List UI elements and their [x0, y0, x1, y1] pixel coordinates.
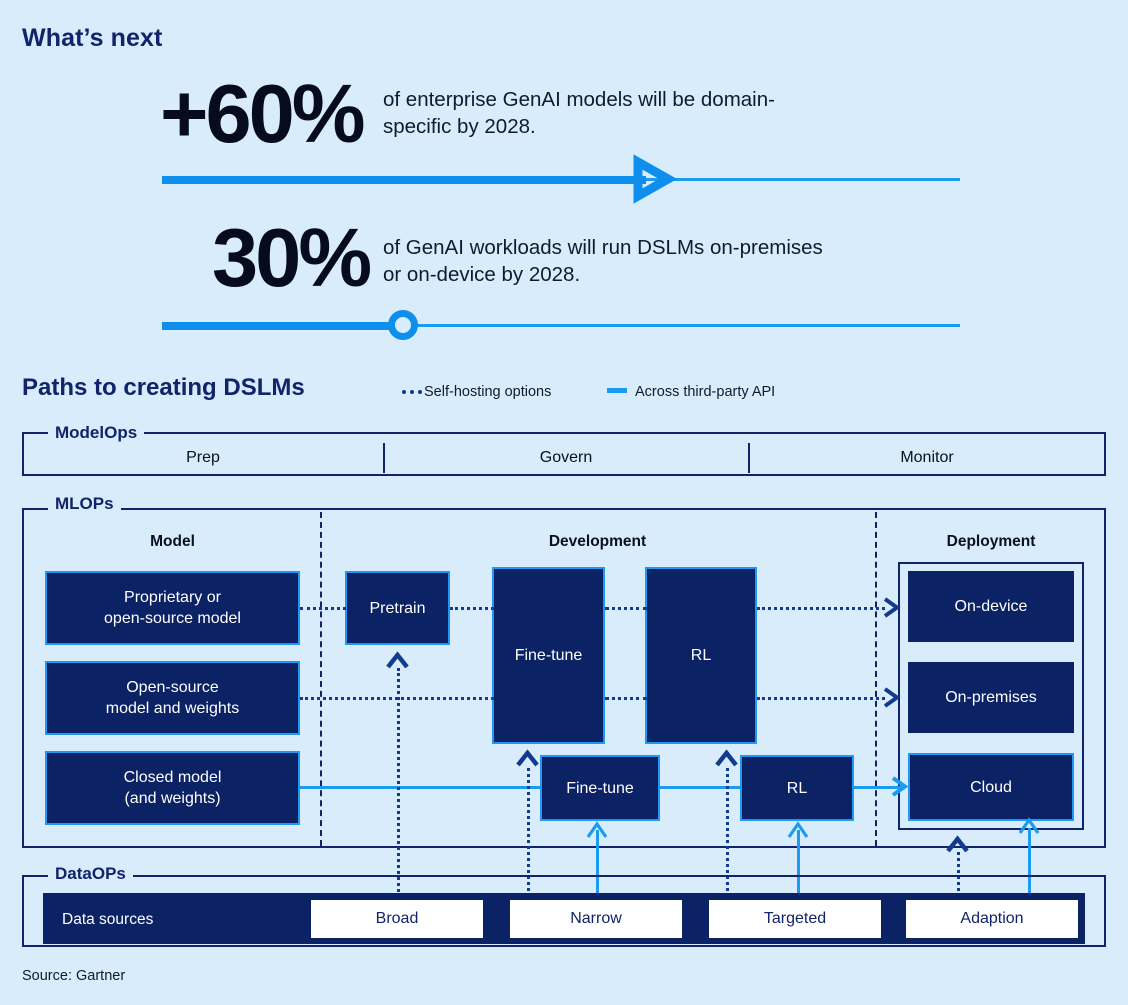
mlops-label: MLOPs: [48, 494, 121, 514]
development-box-rl-bottom[interactable]: RL: [740, 755, 854, 821]
mlops-frame: [22, 508, 1106, 848]
stat-value-2: 30%: [212, 211, 372, 304]
legend-solid-icon: [607, 388, 627, 393]
model-box-proprietary[interactable]: Proprietary or open-source model: [45, 571, 300, 645]
page-title: What’s next: [22, 24, 163, 52]
connector-solid-rl-cloud: [852, 786, 904, 789]
progress-fill-1: [162, 175, 646, 184]
deployment-box-cloud[interactable]: Cloud: [908, 753, 1074, 821]
connector-solid-narrow-finetune: [596, 830, 599, 903]
connector-dotted-rl-onpremises: [757, 697, 885, 700]
legend-dotted-icon: [402, 390, 422, 394]
connector-dotted-finetune-rl-mid: [605, 697, 647, 700]
arrowhead-solid-finetune-icon: [586, 821, 608, 838]
modelops-stage-monitor: Monitor: [900, 449, 954, 466]
connector-dotted-broad-pretrain: [397, 668, 400, 903]
connector-dotted-narrow-finetune: [527, 768, 530, 903]
model-box-closed[interactable]: Closed model (and weights): [45, 751, 300, 825]
arrowhead-finetune-up-icon: [516, 749, 539, 767]
development-box-pretrain[interactable]: Pretrain: [345, 571, 450, 645]
connector-dotted-pretrain-finetune: [450, 607, 494, 610]
model-box-open-source[interactable]: Open-source model and weights: [45, 661, 300, 735]
modelops-stage-govern: Govern: [539, 449, 593, 466]
connector-solid-closed-finetune: [300, 786, 542, 789]
dataops-label: DataOPs: [48, 864, 133, 884]
modelops-label: ModelOps: [48, 423, 145, 443]
progress-ring-marker-2: [388, 310, 418, 340]
arrowhead-ondevice-icon: [883, 597, 901, 618]
mlops-column-model: Model: [150, 533, 195, 550]
deployment-group-frame: [898, 562, 1084, 830]
arrowhead-solid-rl-icon: [787, 821, 809, 838]
arrowhead-cloud-icon: [891, 776, 909, 797]
development-box-fine-tune-bottom[interactable]: Fine-tune: [540, 755, 660, 821]
progress-arrowhead-icon-1: [633, 154, 678, 204]
mlops-column-deployment: Deployment: [946, 533, 1036, 550]
legend-label-self-hosting: Self-hosting options: [424, 384, 552, 400]
dataops-source-narrow[interactable]: Narrow: [510, 900, 682, 938]
stat-text-1: of enterprise GenAI models will be domai…: [383, 88, 775, 138]
connector-dotted-rl-ondevice: [757, 607, 885, 610]
mlops-divider-1: [320, 512, 322, 846]
connector-solid-adaption-cloud: [1028, 828, 1031, 903]
connector-solid-targeted-rl: [797, 830, 800, 903]
arrowhead-onpremises-icon: [883, 687, 901, 708]
deployment-box-on-device[interactable]: On-device: [908, 571, 1074, 642]
stat-value-1: +60%: [160, 67, 366, 160]
dataops-source-adaption[interactable]: Adaption: [906, 900, 1078, 938]
development-box-fine-tune-top[interactable]: Fine-tune: [492, 567, 605, 744]
modelops-stage-prep: Prep: [186, 449, 220, 466]
section-title-paths: Paths to creating DSLMs: [22, 374, 305, 401]
connector-dotted-finetune-rl-top: [605, 607, 647, 610]
stat-text-2: of GenAI workloads will run DSLMs on-pre…: [383, 236, 823, 286]
development-box-rl-top[interactable]: RL: [645, 567, 757, 744]
mlops-column-development: Development: [548, 533, 647, 550]
modelops-divider-2: [748, 443, 750, 473]
mlops-divider-2: [875, 512, 877, 846]
dataops-row-label: Data sources: [62, 911, 154, 928]
arrowhead-pretrain-up-icon: [386, 651, 409, 669]
source-note: Source: Gartner: [22, 968, 126, 984]
connector-dotted-adaption-deployment: [957, 852, 960, 903]
connector-solid-finetune-rl: [658, 786, 742, 789]
dataops-source-targeted[interactable]: Targeted: [709, 900, 881, 938]
connector-dotted-targeted-rl: [726, 768, 729, 903]
connector-dotted-proprietary-pretrain: [300, 607, 346, 610]
progress-track-2: [162, 324, 960, 327]
dataops-frame: [22, 875, 1106, 947]
deployment-box-on-premises[interactable]: On-premises: [908, 662, 1074, 733]
arrowhead-solid-cloud-icon: [1018, 817, 1040, 834]
arrowhead-rl-up-icon: [715, 749, 738, 767]
modelops-frame: [22, 432, 1106, 476]
modelops-divider-1: [383, 443, 385, 473]
legend-label-third-party: Across third-party API: [635, 384, 776, 400]
dataops-source-broad[interactable]: Broad: [311, 900, 483, 938]
progress-fill-2: [162, 321, 405, 330]
arrowhead-deployment-up-icon: [946, 835, 969, 853]
